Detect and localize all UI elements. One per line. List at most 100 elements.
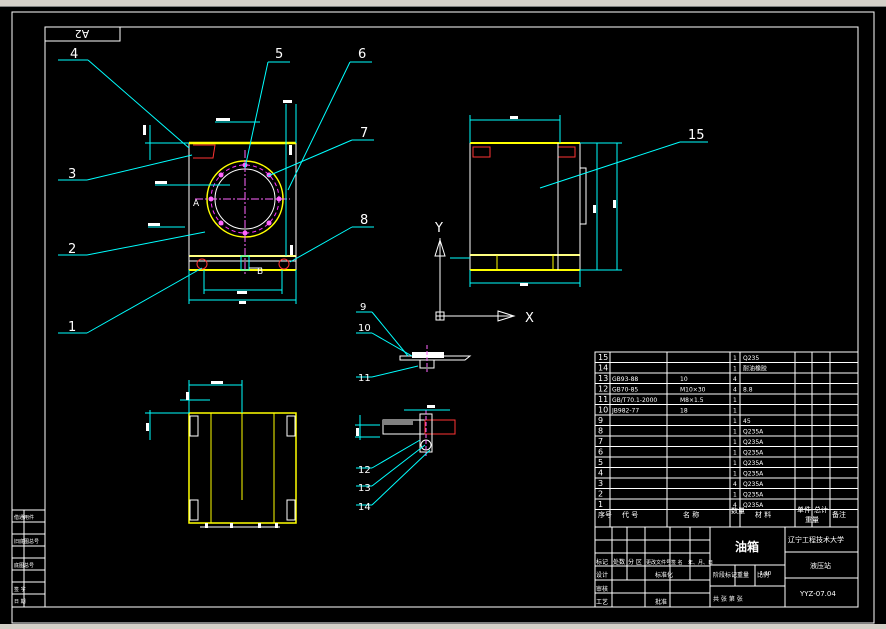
bom-cell-mat: Q235A xyxy=(743,450,764,457)
bom-cell-qty: 4 xyxy=(733,481,737,488)
bom-cell-name: 10 xyxy=(680,376,688,383)
bom-cell-qty: 1 xyxy=(733,366,737,373)
title-block xyxy=(594,526,859,608)
format-label: A2 xyxy=(75,27,90,40)
bom-cell-mat: 45 xyxy=(743,418,751,425)
revision-label-0: 借通用件 xyxy=(14,514,34,521)
balloon-10: 10 xyxy=(358,323,371,334)
bom-cell-code: GB93-88 xyxy=(612,376,638,383)
bom-cell-mat: Q235A xyxy=(743,502,764,509)
title-label-mark: 标记 xyxy=(596,558,608,566)
balloon-7: 7 xyxy=(360,126,368,141)
bom-cell-qty: 1 xyxy=(733,429,737,436)
title-standard: 标准化 xyxy=(655,571,673,579)
bom-cell-qty: 1 xyxy=(733,492,737,499)
bom-header-seq: 序号 xyxy=(598,510,612,519)
bom-header-mat: 材 料 xyxy=(755,510,771,519)
ucs-x-label: X xyxy=(525,311,534,326)
bom-cell-name: 18 xyxy=(680,408,688,415)
bom-cell-mat: Q235A xyxy=(743,471,764,478)
balloon-12: 12 xyxy=(358,465,371,476)
title-weight: 重量 xyxy=(737,571,749,579)
balloon-14: 14 xyxy=(358,502,371,513)
bom-cell-no: 2 xyxy=(598,490,603,499)
balloon-11: 11 xyxy=(358,373,371,384)
bom-cell-mat: Q235A xyxy=(743,492,764,499)
bom-cell-qty: 1 xyxy=(733,439,737,446)
side-view: 15 xyxy=(450,115,708,287)
bom-header-single: 单件 xyxy=(797,505,811,514)
bom-cell-no: 12 xyxy=(598,385,608,394)
bom-cell-no: 9 xyxy=(598,416,603,425)
drawing-canvas[interactable]: A2 xyxy=(0,6,886,624)
bom-header-total: 总计 xyxy=(814,505,828,514)
title-label-date: 年、月、日 xyxy=(688,559,713,566)
bom-cell-qty: 1 xyxy=(733,408,737,415)
bom-cell-no: 14 xyxy=(598,364,608,373)
bom-cell-qty: 1 xyxy=(733,355,737,362)
bom-cell-no: 5 xyxy=(598,458,603,467)
balloon-6: 6 xyxy=(358,47,366,62)
bom-cell-mat: Q235A xyxy=(743,460,764,467)
balloon-5: 5 xyxy=(275,47,283,62)
title-stage-mark: 阶段标记 xyxy=(713,571,737,579)
front-view-balloons: 4 3 2 1 5 6 7 8 xyxy=(68,47,368,335)
bom-cell-name: M10×30 xyxy=(680,387,706,394)
title-craft: 工艺 xyxy=(596,598,608,606)
front-view-dimensions xyxy=(145,104,297,304)
bom-cell-no: 8 xyxy=(598,427,603,436)
side-view-body xyxy=(469,142,581,256)
bom-header-weight: 重量 xyxy=(805,516,819,524)
bom-cell-mat: Q235A xyxy=(743,429,764,436)
balloon-13: 13 xyxy=(358,483,371,494)
bom-cell-mat: Q235A xyxy=(743,481,764,488)
revision-box xyxy=(11,509,46,608)
title-sheet-info: 共 张 第 张 xyxy=(713,595,743,603)
revision-label-2: 旧底图总号 xyxy=(14,538,39,545)
section-mark-b: B xyxy=(257,267,263,277)
bom-cell-no: 13 xyxy=(598,374,608,383)
ucs-icon xyxy=(434,238,516,322)
revision-label-6: 签 字 xyxy=(14,586,26,593)
title-design: 设计 xyxy=(596,571,608,579)
bom-cell-no: 1 xyxy=(598,500,603,509)
title-project: 液压站 xyxy=(810,561,831,570)
bom-cell-mat: 8.8 xyxy=(743,387,753,394)
revision-label-4: 底图总号 xyxy=(14,562,34,569)
title-approve: 批准 xyxy=(655,598,667,606)
bom-header-qty: 数量 xyxy=(731,506,745,515)
title-label-zone: 分 区 xyxy=(628,558,642,566)
balloon-2: 2 xyxy=(68,242,76,257)
bom-cell-qty: 1 xyxy=(733,418,737,425)
bom-cell-qty: 4 xyxy=(733,502,737,509)
front-view-leaders xyxy=(58,59,374,334)
drawing-inner-frame xyxy=(44,26,859,608)
bom-cell-mat: 耐油橡胶 xyxy=(743,365,767,373)
detail-view: 9 10 11 12 13 14 xyxy=(355,302,472,513)
bom-cell-no: 3 xyxy=(598,479,603,488)
bom-cell-qty: 1 xyxy=(733,450,737,457)
title-label-sign: 签 名 xyxy=(671,559,683,566)
front-view: A B xyxy=(143,100,297,304)
title-school: 辽宁工程技术大学 xyxy=(788,535,844,544)
bom-cell-mat: Q235 xyxy=(743,355,759,362)
bom-cell-no: 6 xyxy=(598,448,603,457)
bom-cell-qty: 1 xyxy=(733,471,737,478)
bom-cell-no: 10 xyxy=(598,406,608,415)
cad-toolbar[interactable] xyxy=(0,0,886,7)
bom-cell-code: JB982-77 xyxy=(611,408,639,415)
bom-cell-no: 15 xyxy=(598,353,608,362)
drawing-outer-frame xyxy=(11,11,875,624)
ucs-y-label: Y xyxy=(434,221,443,236)
title-label-change: 更改文件号 xyxy=(646,559,671,566)
title-label-count: 处数 xyxy=(613,558,625,566)
bom-cell-qty: 4 xyxy=(733,376,737,383)
top-view xyxy=(145,380,297,528)
balloon-3: 3 xyxy=(68,167,76,182)
bom-cell-qty: 1 xyxy=(733,397,737,404)
bom-cell-no: 4 xyxy=(598,469,603,478)
title-drawing-no: YYZ-07.04 xyxy=(799,590,836,598)
bom-cell-no: 11 xyxy=(598,395,608,404)
cad-statusbar xyxy=(0,624,886,629)
